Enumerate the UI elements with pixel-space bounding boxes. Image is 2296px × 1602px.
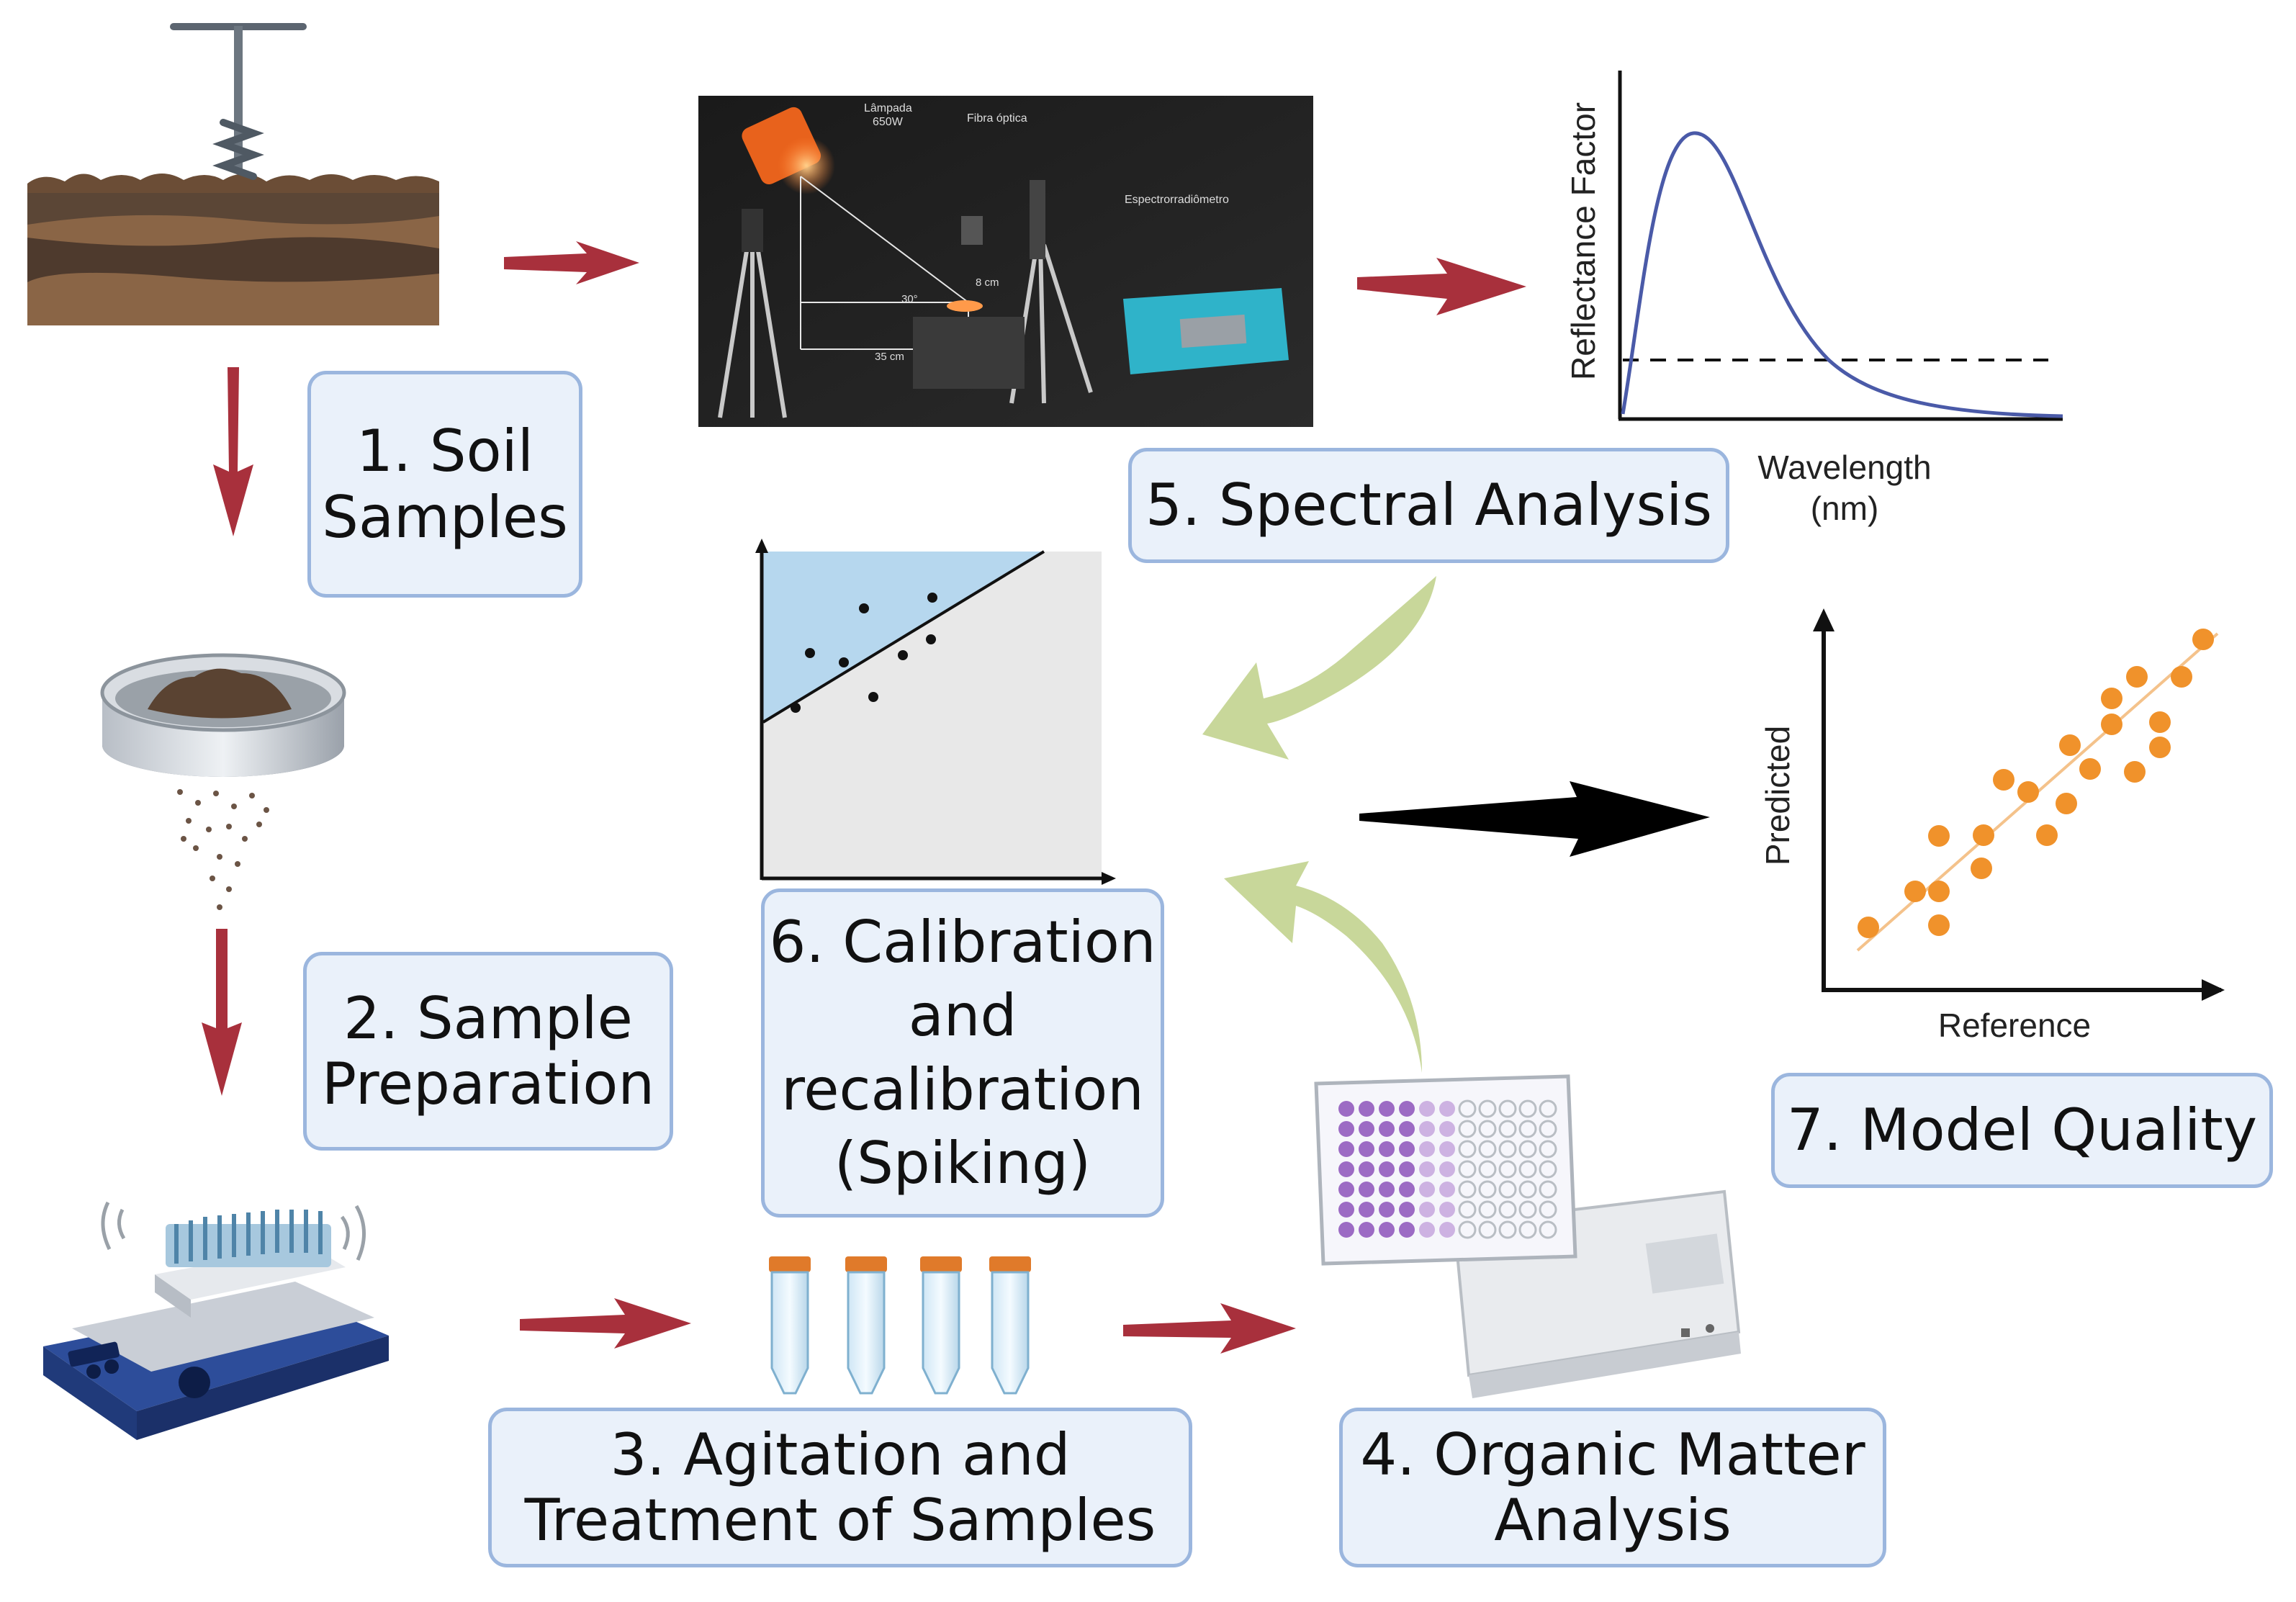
photo-label-fiber: Fibra óptica: [967, 112, 1027, 125]
model-point: [1928, 914, 1950, 936]
step-2-sample-preparation-box: 2. Sample Preparation: [303, 952, 673, 1151]
falcon-tube-icon: [769, 1255, 1032, 1395]
reflectance-spectrum-plot: Reflectance Factor Wavelength (nm): [1565, 71, 2063, 527]
spectroradiometer-setup-photo: Lâmpada 650W Fibra óptica Espectrorradiô…: [698, 96, 1313, 427]
flow-arrows: [202, 241, 1710, 1354]
model-point: [2149, 737, 2171, 758]
model-point: [2126, 666, 2148, 688]
spectrum-xlabel: Wavelength: [1757, 449, 1931, 486]
step-1-line-2: Samples: [322, 483, 568, 551]
calibration-points: [791, 593, 937, 713]
model-point: [2079, 758, 2101, 780]
arrow-tubes-to-reader: [1123, 1303, 1296, 1354]
calibration-plot: [755, 539, 1116, 885]
model-point: [2017, 781, 2039, 803]
calibration-point: [791, 703, 801, 713]
step-5-spectral-analysis-box: 5. Spectral Analysis: [1128, 448, 1729, 563]
calibration-point: [926, 634, 936, 644]
spectrum-xlabel-unit: (nm): [1811, 490, 1879, 527]
step-3-agitation-box: 3. Agitation and Treatment of Samples: [488, 1408, 1192, 1567]
arrow-reader-to-calibration: [1224, 861, 1422, 1073]
step-4-line-2: Analysis: [1494, 1487, 1732, 1554]
photo-label-lamp: Lâmpada: [864, 102, 912, 114]
step-4-organic-matter-box: 4. Organic Matter Analysis: [1339, 1408, 1886, 1567]
calibration-point: [868, 692, 878, 702]
model-point: [2101, 688, 2122, 709]
step-2-line-2: Preparation: [321, 1050, 655, 1117]
calibration-point: [859, 603, 869, 613]
step-4-line-1: 4. Organic Matter: [1360, 1421, 1865, 1488]
step-7-line-1: 7. Model Quality: [1786, 1097, 2258, 1164]
model-point: [1928, 881, 1950, 902]
shaker-icon: [43, 1201, 389, 1440]
photo-label-35cm: 35 cm: [875, 351, 904, 363]
step-6-line-2: and: [908, 982, 1017, 1050]
photo-label-angle: 30°: [901, 293, 918, 305]
spectrum-curve: [1621, 131, 2063, 418]
model-quality-plot: Predicted Reference: [1759, 608, 2225, 1044]
step-6-line-4: (Spiking): [834, 1129, 1091, 1197]
arrow-soil-to-sieve: [213, 367, 253, 536]
arrow-calibration-to-model: [1359, 781, 1710, 857]
photo-label-8cm: 8 cm: [976, 276, 999, 289]
spectrum-ylabel: Reflectance Factor: [1565, 102, 1602, 380]
model-points: [1858, 629, 2214, 938]
step-7-model-quality-box: 7. Model Quality: [1771, 1073, 2273, 1188]
arrow-spectral-to-calibration: [1202, 576, 1436, 760]
model-point: [2149, 711, 2171, 733]
model-point: [2192, 629, 2214, 650]
model-point: [2059, 734, 2081, 756]
model-point: [2036, 824, 2058, 846]
step-3-line-1: 3. Agitation and: [610, 1421, 1071, 1488]
photo-label-spectro: Espectrorradiômetro: [1125, 194, 1229, 206]
calibration-point: [805, 648, 815, 658]
model-point: [1904, 881, 1926, 902]
model-point: [2056, 793, 2077, 814]
photo-label-lamp-power: 650W: [873, 116, 904, 128]
microplate-reader-icon: [1314, 1074, 1741, 1398]
arrow-sieve-to-shaker: [202, 929, 242, 1096]
calibration-point: [898, 650, 908, 660]
model-point: [1993, 769, 2014, 791]
step-6-line-1: 6. Calibration: [769, 908, 1156, 976]
soil-auger-icon: [27, 23, 439, 325]
model-point: [1971, 858, 1992, 879]
model-point: [2171, 666, 2192, 688]
step-3-line-2: Treatment of Samples: [524, 1487, 1156, 1554]
calibration-line: [762, 550, 1045, 724]
calibration-point: [839, 657, 849, 667]
arrow-shaker-to-tubes: [520, 1298, 691, 1349]
step-6-line-3: recalibration: [781, 1056, 1144, 1123]
step-5-line-1: 5. Spectral Analysis: [1145, 472, 1713, 539]
model-point: [1973, 824, 1994, 846]
sieve-icon: [100, 653, 346, 910]
step-1-line-1: 1. Soil: [356, 418, 534, 485]
model-point: [2101, 714, 2122, 735]
arrow-soil-to-spectral-setup: [504, 241, 639, 284]
step-6-calibration-box: 6. Calibration and recalibration (Spikin…: [761, 888, 1164, 1218]
model-point: [2124, 761, 2146, 783]
model-point: [1858, 917, 1879, 938]
step-2-line-1: 2. Sample: [343, 984, 633, 1052]
model-xlabel: Reference: [1938, 1007, 2091, 1044]
model-point: [1928, 825, 1950, 847]
step-1-soil-samples-box: 1. Soil Samples: [307, 371, 582, 598]
model-ylabel: Predicted: [1759, 726, 1796, 865]
arrow-setup-to-spectrum: [1357, 258, 1526, 315]
calibration-point: [927, 593, 937, 603]
